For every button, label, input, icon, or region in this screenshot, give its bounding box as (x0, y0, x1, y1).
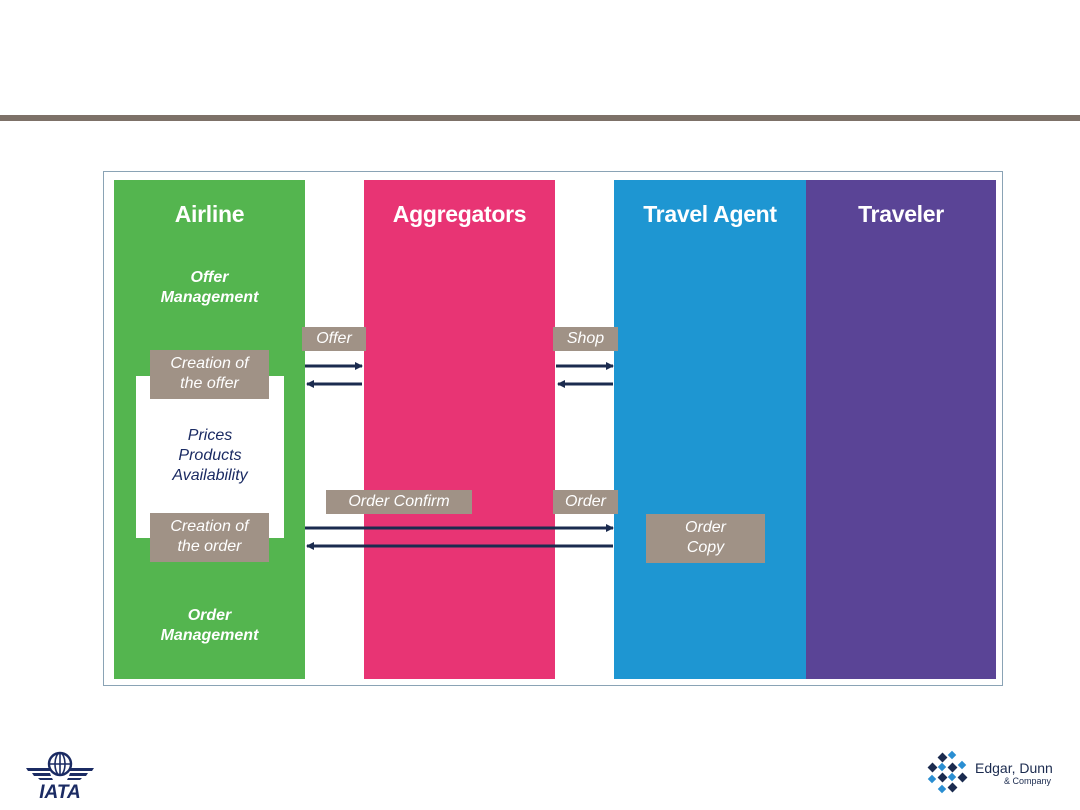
creation-of-order-box: Creation of the order (150, 513, 269, 562)
creation-offer-line-2: the offer (180, 375, 239, 392)
order-copy-line-2: Copy (686, 539, 725, 556)
order-management-line-2: Management (160, 627, 259, 644)
creation-offer-line-1: Creation of (170, 355, 249, 372)
offer-management-line-1: Offer (190, 269, 229, 286)
top-rule (0, 115, 1080, 121)
edgar-dunn-logo-mark (927, 750, 968, 794)
iata-logo-text: IATA (39, 782, 81, 800)
airline-title: Airline (174, 201, 245, 227)
order-flow-label: Order (553, 490, 618, 514)
order-copy-box: Order Copy (646, 514, 765, 563)
aggregators-title: Aggregators (392, 201, 527, 227)
travel-agent-column: Travel Agent (614, 180, 806, 679)
order-management-line-1: Order (187, 607, 232, 624)
traveler-column: Traveler (806, 180, 996, 679)
attribute-availability: Availability (172, 467, 248, 484)
creation-order-line-1: Creation of (170, 518, 249, 535)
attribute-products: Products (178, 447, 242, 464)
order-confirm-flow-label: Order Confirm (326, 490, 472, 514)
travel-agent-title: Travel Agent (643, 201, 777, 227)
offer-management-line-2: Management (160, 289, 259, 306)
offer-management-label: Offer Management (114, 268, 305, 308)
traveler-title: Traveler (858, 201, 944, 227)
edgar-dunn-sub: & Company (1004, 776, 1052, 786)
creation-order-line-2: the order (177, 538, 242, 555)
attribute-prices: Prices (187, 427, 233, 444)
order-management-label: Order Management (114, 606, 305, 646)
order-copy-line-1: Order (685, 519, 726, 536)
inventory-box (136, 376, 284, 538)
aggregators-column: Aggregators (364, 180, 555, 679)
creation-of-offer-box: Creation of the offer (150, 350, 269, 399)
edgar-dunn-name: Edgar, Dunn (975, 760, 1053, 776)
offer-flow-label: Offer (302, 327, 366, 351)
iata-logo: IATA (26, 751, 94, 800)
shop-flow-label: Shop (553, 327, 618, 351)
inventory-attributes: Prices Products Availability (136, 426, 284, 486)
